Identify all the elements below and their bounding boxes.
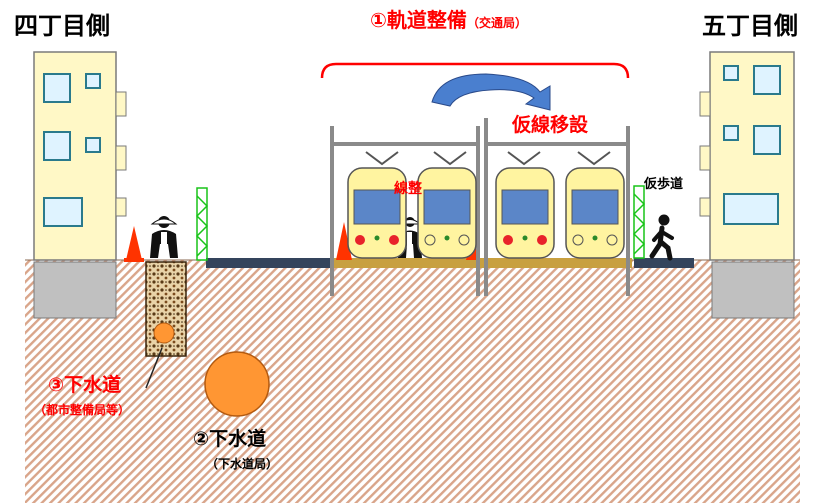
relocation-arrow-icon <box>431 73 551 111</box>
temporary-sidewalk-label: 仮歩道 <box>644 177 684 192</box>
track-work-main: ①軌道整備 <box>370 8 467 32</box>
leader-line <box>145 347 163 389</box>
traffic-cone <box>336 222 352 260</box>
ground-section <box>25 260 800 503</box>
track-bed <box>334 258 632 268</box>
pedestrian-icon <box>649 214 674 261</box>
track-work-agency: （交通局） <box>466 16 527 30</box>
left-building <box>33 51 127 319</box>
worker-icon <box>150 216 178 258</box>
track-work-title: ①軌道整備（交通局） <box>370 10 527 30</box>
overhead-gantry <box>484 118 630 296</box>
track-work-bracket <box>320 62 630 79</box>
large-sewer-pipe <box>204 351 270 417</box>
tram-car <box>347 151 407 259</box>
small-sewer-pipe <box>153 322 175 344</box>
overhead-gantry <box>330 126 480 296</box>
sewer-center-agency: （下水道局） <box>206 457 279 471</box>
road-pavement-left <box>206 258 334 268</box>
tram-car <box>417 151 477 259</box>
hidden-track-label-fragment: 線整 <box>394 181 422 197</box>
temporary-track-label: 仮線移設 <box>512 114 589 136</box>
left-side-label: 四丁目側 <box>14 12 110 40</box>
right-building <box>699 51 795 319</box>
tram-car <box>565 151 625 259</box>
sidewalk-pavement-right <box>634 258 694 268</box>
sewer-center-title: ②下水道 <box>193 428 267 450</box>
sewer-left-title: ③下水道 <box>48 374 122 396</box>
traffic-cone <box>124 226 144 262</box>
tram-car <box>495 151 555 259</box>
sewer-left-agency: （都市整備局等） <box>34 403 131 417</box>
fence-left <box>195 187 209 261</box>
fence-right <box>632 185 646 259</box>
sewer-trench <box>145 261 187 357</box>
right-side-label: 五丁目側 <box>702 12 798 40</box>
